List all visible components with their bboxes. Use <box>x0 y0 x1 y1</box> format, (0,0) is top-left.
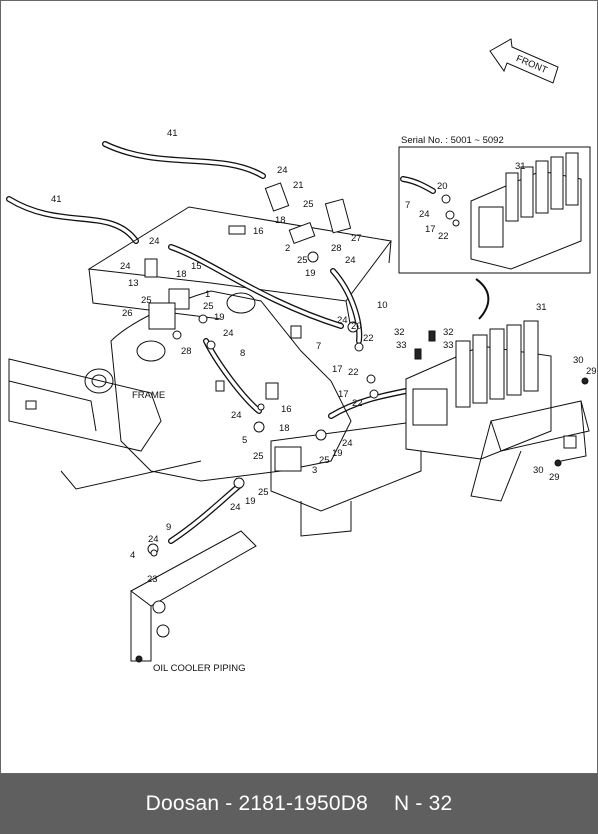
callout-33: 33 <box>443 340 454 351</box>
callout-24: 24 <box>149 236 160 247</box>
hydraulic-piping-drawing: FRONT Serial No. : 5001 ~ 5092 <box>6 38 597 674</box>
parts-diagram: FRONT Serial No. : 5001 ~ 5092 <box>0 0 598 774</box>
inset-panel: Serial No. : 5001 ~ 5092 <box>398 135 591 320</box>
callout-19: 19 <box>332 448 343 459</box>
callout-24: 24 <box>231 410 242 421</box>
main-frame <box>8 290 422 537</box>
callout-18: 18 <box>176 269 187 280</box>
callout-4: 4 <box>130 550 135 561</box>
callout-13: 13 <box>128 278 139 289</box>
callout-1: 1 <box>205 289 210 300</box>
callout-29: 29 <box>549 472 560 483</box>
fittings <box>144 182 379 557</box>
callout-10: 10 <box>377 300 388 311</box>
callout-28: 28 <box>181 346 192 357</box>
callout-16: 16 <box>281 404 292 415</box>
callout-9: 9 <box>166 522 171 533</box>
callout-24: 24 <box>277 165 288 176</box>
callout-25: 25 <box>297 255 308 266</box>
callout-24: 24 <box>223 328 234 339</box>
callout-25: 25 <box>319 455 330 466</box>
page-footer: Doosan - 2181-1950D8 N - 32 <box>0 774 598 834</box>
callout-24: 24 <box>148 534 159 545</box>
page-number: N - 32 <box>393 792 453 815</box>
main-control-valve <box>405 320 552 460</box>
callout-16: 16 <box>253 226 264 237</box>
callout-21: 21 <box>293 180 304 191</box>
oil-cooler-bracket <box>130 530 257 663</box>
callout-29: 29 <box>586 366 597 377</box>
callout-31: 31 <box>536 302 547 313</box>
inset-control-valve <box>441 152 582 270</box>
callout-15: 15 <box>191 261 202 272</box>
front-arrow-icon: FRONT <box>489 38 559 84</box>
callout-24: 24 <box>337 315 348 326</box>
callout-26: 26 <box>122 308 133 319</box>
callout-19: 19 <box>305 268 316 279</box>
callout-5: 5 <box>242 435 247 446</box>
footer-separator: - <box>219 792 239 815</box>
callout-3: 3 <box>312 465 317 476</box>
callout-33: 33 <box>396 340 407 351</box>
callout-18: 18 <box>275 215 286 226</box>
callout-20: 20 <box>437 181 448 192</box>
callout-30: 30 <box>533 465 544 476</box>
callout-19: 19 <box>214 312 225 323</box>
callout-25: 25 <box>141 295 152 306</box>
brand-name: Doosan <box>145 792 220 815</box>
callout-22: 22 <box>352 398 363 409</box>
callout-17: 17 <box>338 389 349 400</box>
callout-27: 27 <box>351 233 362 244</box>
oil-cooler-piping-label: OIL COOLER PIPING <box>153 663 246 674</box>
callout-30: 30 <box>573 355 584 366</box>
callout-8: 8 <box>240 348 245 359</box>
part-number: 2181-1950D8 <box>238 792 368 815</box>
callout-32: 32 <box>443 327 454 338</box>
callout-25: 25 <box>258 487 269 498</box>
callout-19: 19 <box>245 496 256 507</box>
callout-22: 22 <box>438 231 449 242</box>
callout-17: 17 <box>425 224 436 235</box>
callout-24: 24 <box>419 209 430 220</box>
part-callouts: 4141242125181622728251924242413181512525… <box>51 128 597 585</box>
callout-24: 24 <box>230 502 241 513</box>
callout-25: 25 <box>303 199 314 210</box>
callout-22: 22 <box>363 333 374 344</box>
callout-41: 41 <box>167 128 178 139</box>
callout-31: 31 <box>515 161 526 172</box>
callout-7: 7 <box>405 200 410 211</box>
frame-label: FRAME <box>132 390 165 401</box>
callout-22: 22 <box>348 367 359 378</box>
callout-17: 17 <box>332 364 343 375</box>
callout-24: 24 <box>342 438 353 449</box>
inset-title: Serial No. : 5001 ~ 5092 <box>401 135 504 146</box>
callout-24: 24 <box>120 261 131 272</box>
callout-7: 7 <box>316 341 321 352</box>
callout-20: 20 <box>351 321 362 332</box>
callout-25: 25 <box>203 301 214 312</box>
callout-25: 25 <box>253 451 264 462</box>
callout-24: 24 <box>345 255 356 266</box>
valve-bracket <box>470 377 590 502</box>
callout-41: 41 <box>51 194 62 205</box>
callout-32: 32 <box>394 327 405 338</box>
callout-18: 18 <box>279 423 290 434</box>
callout-23: 23 <box>147 574 158 585</box>
callout-2: 2 <box>285 243 290 254</box>
callout-28: 28 <box>331 243 342 254</box>
